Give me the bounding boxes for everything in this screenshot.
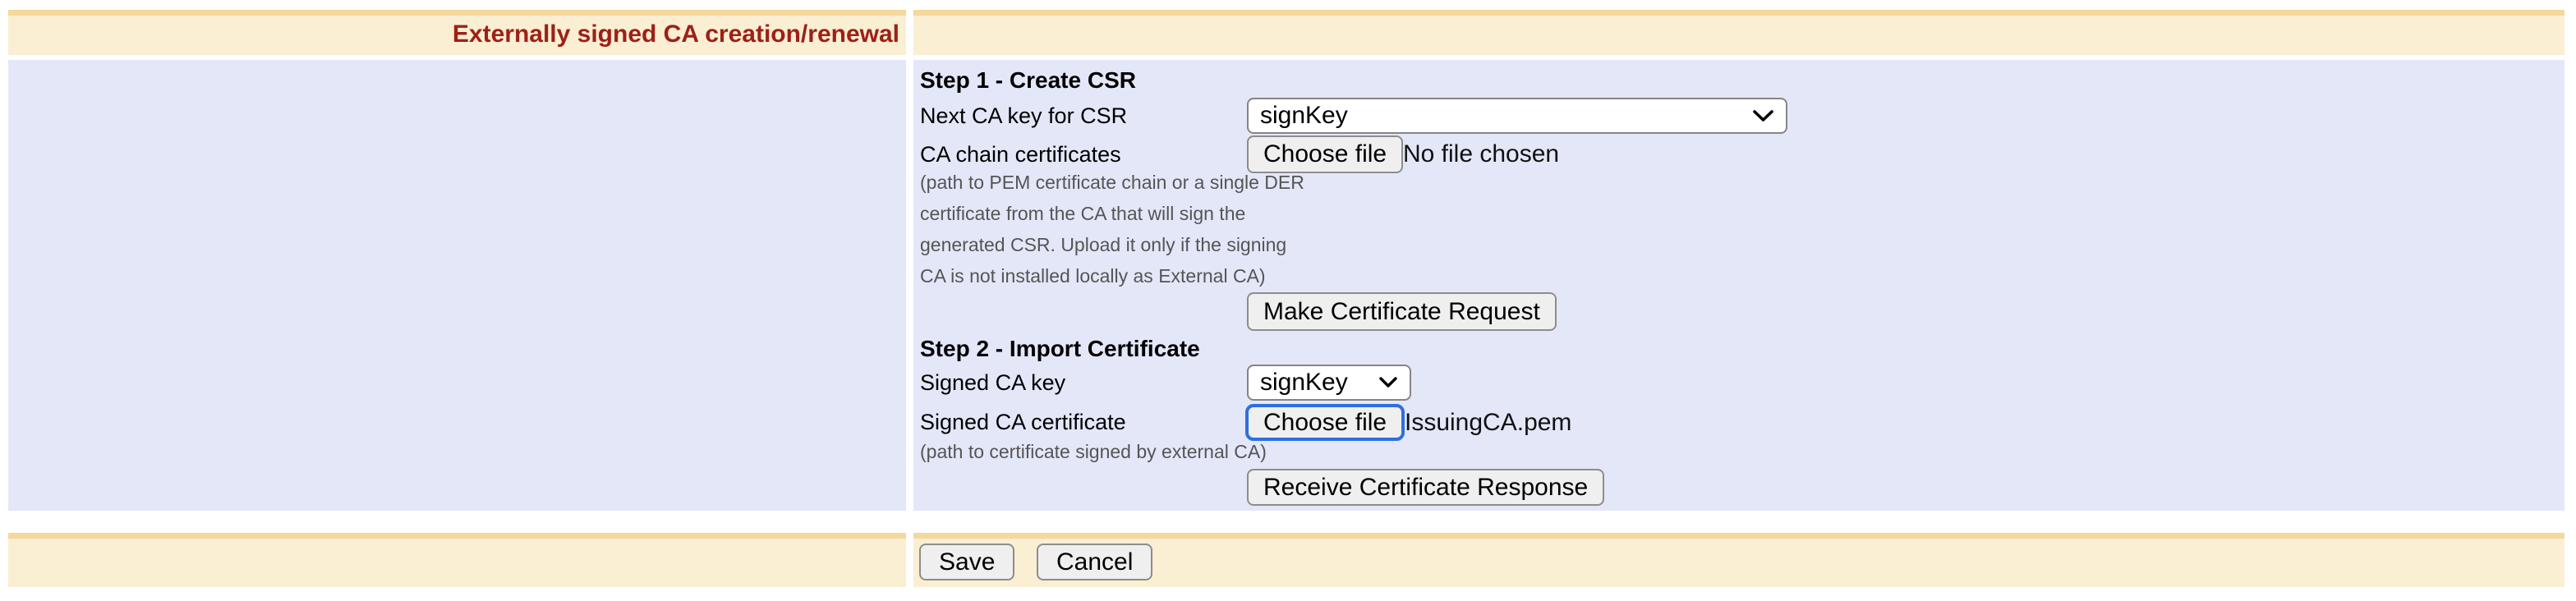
page-title: Externally signed CA creation/renewal <box>452 21 899 48</box>
footer-buttons-cell: Save Cancel <box>913 533 2564 587</box>
save-button[interactable]: Save <box>919 544 1015 580</box>
header-cell-title: Externally signed CA creation/renewal <box>8 10 906 55</box>
form-content-cell: Step 1 - Create CSR Next CA key for CSR … <box>913 60 2564 511</box>
form-left-spacer-cell <box>8 60 906 511</box>
step2-heading: Step 2 - Import Certificate <box>920 336 1200 361</box>
next-ca-key-selected-value: signKey <box>1260 102 1348 129</box>
receive-certificate-response-button[interactable]: Receive Certificate Response <box>1247 469 1605 506</box>
make-certificate-request-button[interactable]: Make Certificate Request <box>1247 292 1557 331</box>
helper-line: (path to PEM certificate chain or a sing… <box>920 172 1304 193</box>
step1-heading: Step 1 - Create CSR <box>920 67 1136 93</box>
signed-ca-certificate-choose-file-button[interactable]: Choose file <box>1245 404 1405 441</box>
next-ca-key-label: Next CA key for CSR <box>920 103 1128 128</box>
signed-ca-certificate-helper-text: (path to certificate signed by external … <box>920 441 1267 462</box>
footer-left-spacer-cell <box>8 533 906 587</box>
ca-chain-helper-text: (path to PEM certificate chain or a sing… <box>920 167 1304 291</box>
cancel-button[interactable]: Cancel <box>1037 544 1153 580</box>
ca-chain-label: CA chain certificates <box>920 142 1121 167</box>
chevron-down-icon <box>1752 109 1774 123</box>
helper-line: certificate from the CA that will sign t… <box>920 203 1246 224</box>
header-cell-spacer <box>913 10 2564 55</box>
chevron-down-icon <box>1378 376 1398 389</box>
helper-line: CA is not installed locally as External … <box>920 265 1266 287</box>
signed-ca-certificate-label: Signed CA certificate <box>920 410 1126 434</box>
helper-line: generated CSR. Upload it only if the sig… <box>920 234 1287 255</box>
ca-chain-choose-file-button[interactable]: Choose file <box>1247 135 1404 173</box>
ca-chain-file-status: No file chosen <box>1403 140 1560 167</box>
signed-ca-key-label: Signed CA key <box>920 370 1066 395</box>
signed-ca-certificate-file-name: IssuingCA.pem <box>1405 409 1572 436</box>
signed-ca-key-select[interactable]: signKey <box>1247 365 1411 401</box>
next-ca-key-select[interactable]: signKey <box>1247 98 1787 134</box>
signed-ca-key-selected-value: signKey <box>1260 369 1348 396</box>
